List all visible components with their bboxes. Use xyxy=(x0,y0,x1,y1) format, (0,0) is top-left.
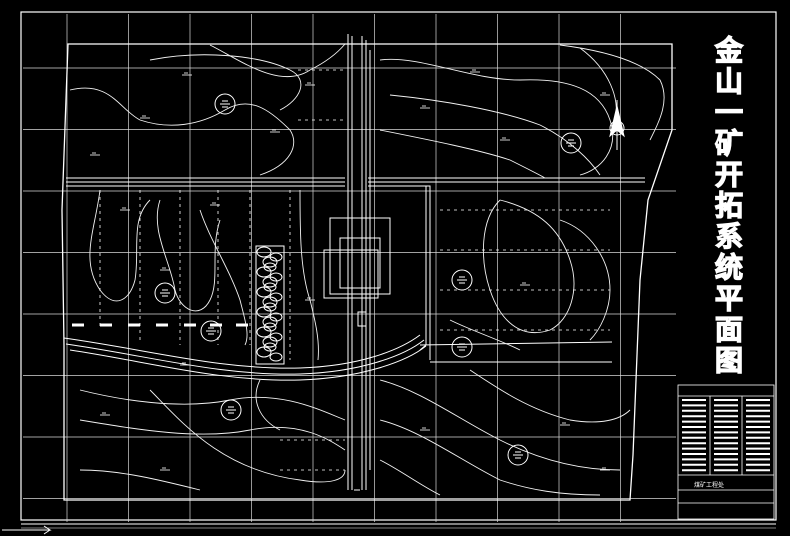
central-buildings xyxy=(323,217,391,327)
contour-lines xyxy=(69,43,665,496)
survey-marker-icon xyxy=(507,444,529,466)
title-char: 统 xyxy=(715,251,743,284)
survey-marker-icon xyxy=(214,93,236,115)
site-boundary xyxy=(61,43,673,501)
bottom-arrow xyxy=(2,525,52,535)
title-char: 山 xyxy=(715,65,743,98)
title-block xyxy=(677,384,775,520)
upper-road xyxy=(66,177,645,187)
survey-marker-icon xyxy=(451,336,473,358)
title-block-rows xyxy=(682,399,770,472)
title-char: 开 xyxy=(715,158,743,191)
rock-pile-symbol xyxy=(255,245,285,365)
title-char: 面 xyxy=(715,313,743,346)
north-arrow-icon xyxy=(609,100,625,150)
survey-marker-icon xyxy=(220,399,242,421)
survey-marker-icon xyxy=(451,269,473,291)
title-char: 系 xyxy=(715,220,743,253)
survey-markers xyxy=(154,93,582,466)
survey-marker-icon xyxy=(200,320,222,342)
title-char: 平 xyxy=(715,282,743,315)
curved-lower-road xyxy=(63,334,427,381)
title-char: 拓 xyxy=(715,189,743,222)
elevation-annotations xyxy=(90,69,610,471)
coordinate-grid xyxy=(23,14,676,522)
title-char: 矿 xyxy=(715,127,743,160)
outer-border xyxy=(20,11,777,521)
industrial-zone xyxy=(368,185,613,363)
title-char: 金 xyxy=(714,34,744,67)
dashed-field-lines xyxy=(99,69,610,471)
main-vertical-road xyxy=(347,34,371,491)
survey-marker-icon xyxy=(154,282,176,304)
title-block-label: 煤矿工程处 xyxy=(694,481,724,489)
survey-marker-icon xyxy=(560,132,582,154)
title-char: 图 xyxy=(715,344,743,377)
title-char: 一 xyxy=(715,96,743,129)
